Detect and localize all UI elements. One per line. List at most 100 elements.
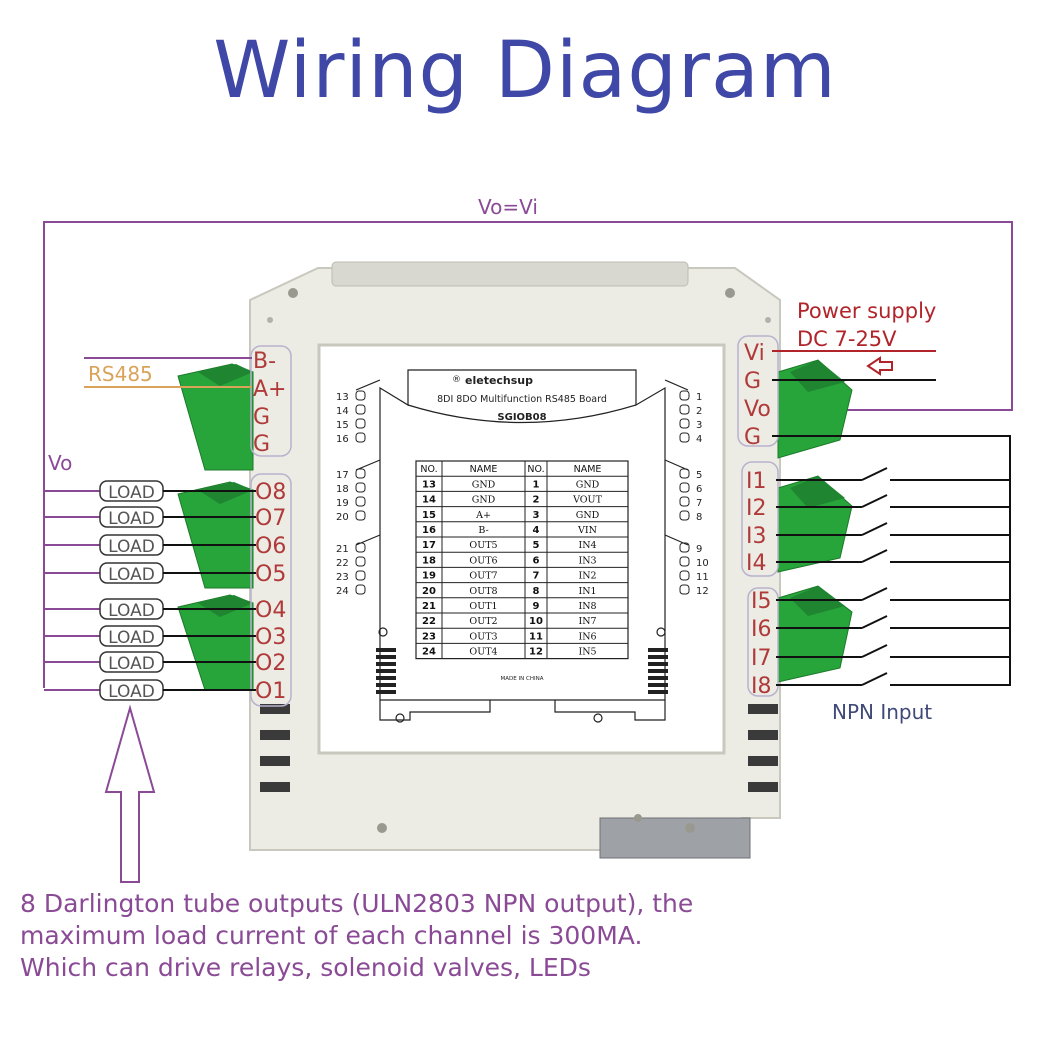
board-pin-hole [679,510,690,521]
board-pin-hole [355,556,366,567]
load-label: LOAD [108,654,155,674]
board-vent-slot [376,676,396,680]
vent-slot [748,756,778,766]
pin-table-cell: VIN [577,525,597,536]
board-pin-right: 6 [696,484,702,495]
rs485-terminal-label: G [253,405,270,430]
board-pin-left: 23 [336,572,349,583]
board-pin-left: 21 [336,544,349,555]
board-pin-right: 7 [696,498,702,509]
pin-table-cell: 20 [422,586,436,597]
output-terminal-label: O4 [255,598,286,623]
pin-table-cell: 5 [533,540,540,551]
connector-inputs-top [777,475,853,573]
board-pin-hole [679,404,690,415]
board-pin-left: 24 [336,586,349,597]
power-supply-line1: Power supply [797,299,936,323]
board-pin-hole [679,418,690,429]
pin-table-cell: IN8 [578,601,596,612]
board-pin-hole [355,432,366,443]
board-vent-slot [648,676,668,680]
pin-table-cell: OUT3 [469,631,497,642]
vent-slot [260,704,290,714]
switch-icon [861,615,888,629]
board-vent-slot [648,648,668,652]
pin-table-cell: OUT1 [469,601,497,612]
board-pin-hole [679,432,690,443]
board-pin-right: 1 [696,392,702,403]
connector-outputs-bottom [177,594,254,691]
board-pin-left: 15 [336,420,349,431]
pin-table-cell: 7 [533,571,540,582]
input-terminal-label: I1 [746,469,767,494]
pin-table-cell: IN3 [578,555,596,566]
vent-slot [260,730,290,740]
board-vent-slot [376,683,396,687]
svg-text:®: ® [452,375,461,385]
output-terminal-label: O3 [255,625,286,650]
output-terminal-label: O5 [255,562,286,587]
board-pin-right: 2 [696,406,702,417]
vent-slot [260,756,290,766]
load-label: LOAD [108,509,155,529]
board-pin-right: 3 [696,420,702,431]
pin-table-cell: 11 [529,631,543,642]
vent-slot [748,730,778,740]
pin-table-cell: 14 [422,495,436,506]
board-brand: eletechsup [465,374,533,387]
board-pin-hole [355,542,366,553]
pin-table-cell: 2 [533,495,540,506]
board-pin-hole [679,496,690,507]
pin-table-cell: OUT5 [469,540,497,551]
board-pin-hole [355,390,366,401]
pin-table-header: NAME [470,464,498,475]
switch-icon [861,587,888,601]
board-pin-right: 11 [696,572,709,583]
pin-table-cell: OUT7 [469,571,497,582]
vent-slot [260,782,290,792]
connector-outputs-top [177,481,254,589]
load-label: LOAD [108,628,155,648]
pin-table-cell: 16 [422,525,436,536]
board-pin-left: 22 [336,558,349,569]
board-pin-hole [355,468,366,479]
pin-table-cell: 22 [422,616,436,627]
pin-table-cell: A+ [475,510,491,521]
npn-input-label: NPN Input [832,700,932,724]
board-outline-drawing [355,369,689,723]
pin-table-cell: GND [576,479,600,490]
board-pin-right: 8 [696,512,702,523]
pin-table-cell: B- [478,525,488,536]
pin-table-cell: 4 [533,525,540,536]
rs485-terminal-label: G [253,432,270,457]
vo-vi-loop-wire [43,221,1013,688]
output-terminal-label: O6 [255,534,286,559]
load-label: LOAD [108,537,155,557]
pin-table-cell: 1 [533,479,540,490]
input-terminal-label: I4 [746,551,767,576]
board-pin-left: 13 [336,392,349,403]
board-pin-hole [355,496,366,507]
switch-icon [861,522,888,536]
pin-table-cell: 18 [422,555,436,566]
pin-table-cell: 23 [422,631,436,642]
pin-table-cell: OUT2 [469,616,497,627]
note-line: 8 Darlington tube outputs (ULN2803 NPN o… [20,889,694,918]
terminal-box-inputs-bottom [747,587,779,697]
switch-icon [861,549,888,563]
output-terminal-label: O1 [255,679,286,704]
board-pin-left: 19 [336,498,349,509]
pin-table-cell: 13 [422,479,436,490]
board-pin-hole [679,570,690,581]
pin-table-cell: GND [472,495,496,506]
board-vent-slot [376,662,396,666]
vo-left-label: Vo [48,451,72,475]
load-label: LOAD [108,601,155,621]
pin-table-cell: 10 [529,616,543,627]
pin-table-header: NAME [574,464,602,475]
board-vent-slot [376,669,396,673]
vent-slot [748,782,778,792]
housing-vents [260,704,778,792]
board-vent-slot [648,655,668,659]
board-name: 8DI 8DO Multifunction RS485 Board [437,394,607,405]
